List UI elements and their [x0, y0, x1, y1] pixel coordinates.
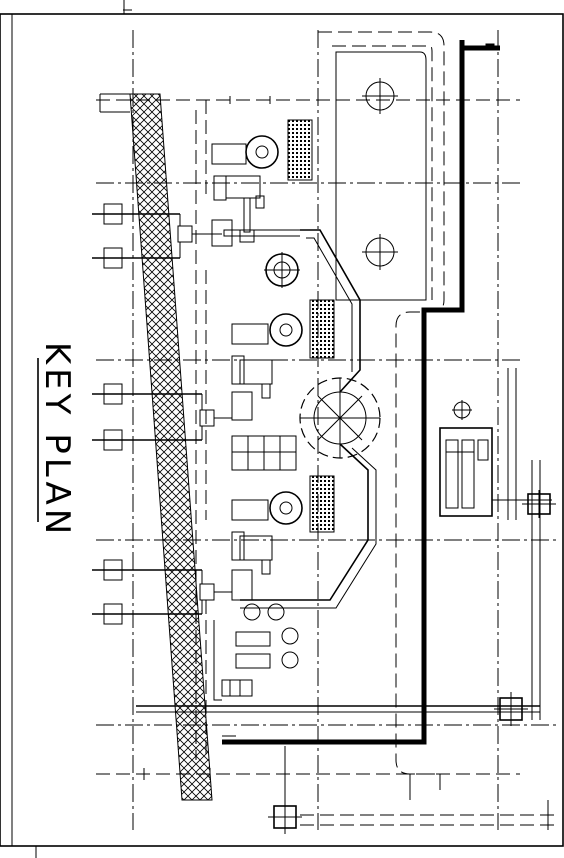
heavy-boundary	[222, 40, 500, 745]
tank-small	[264, 252, 300, 288]
pump-group-bottom	[92, 559, 232, 625]
pipe-routes	[223, 229, 377, 609]
unit-2	[231, 299, 335, 421]
valve-cluster	[213, 603, 299, 701]
pump-group-middle	[92, 383, 232, 451]
grid-lines-horizontal	[96, 99, 560, 826]
unit-3	[231, 475, 335, 601]
dimension-ticks	[143, 96, 271, 780]
title-text: KEY PLAN	[37, 342, 77, 538]
key-plan-title: KEY PLAN	[37, 342, 77, 538]
tank-lower	[362, 234, 398, 270]
building-block	[231, 435, 297, 471]
central-junction	[299, 377, 381, 459]
tank-upper	[362, 78, 398, 114]
hatched-conveyor	[99, 93, 213, 801]
grid-lines-vertical	[132, 30, 499, 830]
annex-building	[439, 368, 517, 520]
right-service-lines	[136, 460, 556, 834]
pump-group-top	[92, 203, 222, 269]
